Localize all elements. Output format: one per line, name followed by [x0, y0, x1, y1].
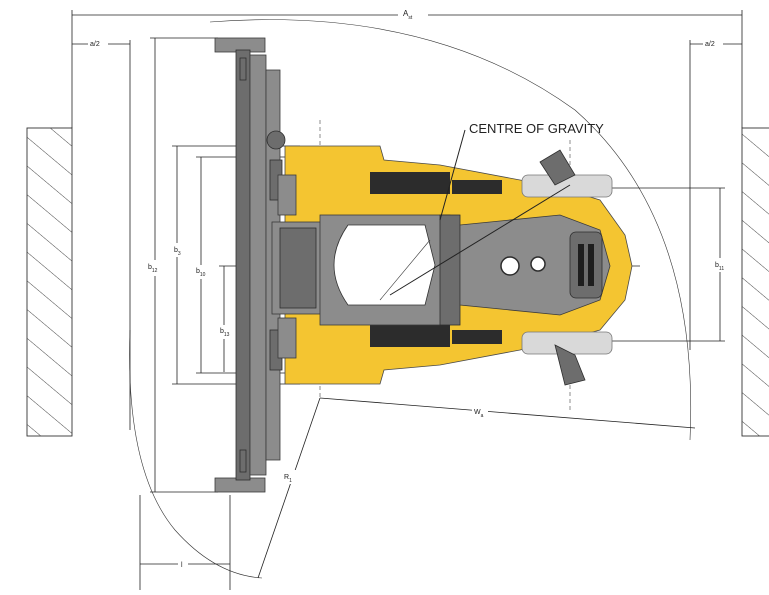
rear-wheel-top [521, 149, 613, 198]
b13-label: b13 [220, 328, 230, 338]
b3-label: b3 [174, 247, 181, 257]
r1-label: R1 [284, 474, 292, 484]
wa-line [319, 397, 696, 429]
r1-line [257, 397, 321, 579]
a-half-right-label: a/2 [705, 41, 715, 48]
cab [271, 214, 461, 326]
grille-bottom [370, 325, 502, 347]
right-wall [741, 127, 769, 437]
grille-top [370, 172, 502, 194]
b11-label: b11 [715, 262, 724, 272]
cog-label: CENTRE OF GRAVITY [469, 121, 604, 136]
rear-wheel-bottom [521, 331, 613, 386]
b12-label: b12 [148, 264, 158, 274]
wa-label: Wa [474, 409, 484, 419]
turning-arc [209, 19, 691, 441]
b10-label: b10 [196, 268, 206, 278]
ast-label: Ast [403, 9, 413, 21]
hood [459, 214, 611, 316]
a-half-left-label: a/2 [90, 41, 100, 48]
cog-leader [439, 129, 466, 221]
cog-diag [389, 184, 571, 296]
l-label: l [181, 562, 183, 569]
turning-arc-lower [129, 329, 263, 579]
left-wall [26, 127, 73, 437]
